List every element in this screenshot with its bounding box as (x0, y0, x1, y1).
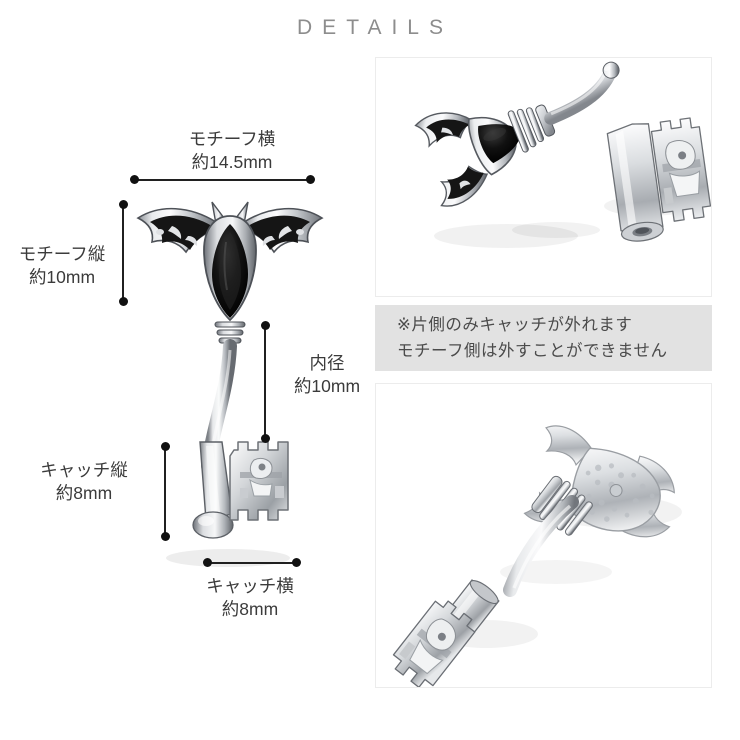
dimension-label-catch-width: キャッチ横 約8mm (169, 575, 331, 621)
inner-diameter-line1: 内径 (309, 353, 345, 373)
motif-height-line1: モチーフ縦 (18, 244, 106, 264)
dimension-label-inner-diameter: 内径 約10mm (272, 352, 382, 398)
note-line-2: モチーフ側は外すことができません (397, 342, 668, 360)
dimension-endpoint-motif-height-bottom (119, 297, 128, 306)
dimension-line-motif-height (122, 205, 124, 302)
dimension-endpoint-inner-diameter-bottom (261, 434, 270, 443)
catch-height-line2: 約8mm (55, 483, 113, 503)
dimension-endpoint-catch-height-top (161, 442, 170, 451)
dimension-endpoint-catch-width-left (203, 558, 212, 567)
motif-height-line2: 約10mm (28, 267, 96, 287)
dimension-line-catch-width (208, 562, 297, 564)
dimension-label-motif-height: モチーフ縦 約10mm (8, 243, 116, 289)
dimension-line-motif-width (135, 179, 309, 181)
dimension-line-inner-diameter (264, 326, 266, 438)
dimension-endpoint-motif-width-right (306, 175, 315, 184)
catch-height-line1: キャッチ縦 (40, 460, 128, 480)
main-product-image (120, 180, 340, 580)
dimension-label-motif-width: モチーフ横 約14.5mm (101, 128, 363, 174)
dimension-endpoint-motif-height-top (119, 200, 128, 209)
photo-panel-assembled (375, 383, 712, 688)
dimension-label-catch-height: キャッチ縦 約8mm (26, 459, 142, 505)
catch-width-line2: 約8mm (221, 599, 279, 619)
page-title: DETAILS (297, 16, 453, 39)
motif-width-line1: モチーフ横 (188, 129, 276, 149)
dimension-line-catch-height (164, 447, 166, 537)
note-panel: ※片側のみキャッチが外れます モチーフ側は外すことができません (375, 305, 712, 371)
inner-diameter-line2: 約10mm (293, 376, 361, 396)
motif-width-line2: 約14.5mm (191, 152, 273, 172)
note-line-1: ※片側のみキャッチが外れます (397, 316, 633, 334)
photo-panel-disassembled (375, 57, 712, 297)
catch-width-line1: キャッチ横 (206, 576, 294, 596)
dimension-endpoint-catch-width-right (292, 558, 301, 567)
dimension-endpoint-catch-height-bottom (161, 532, 170, 541)
dimension-endpoint-inner-diameter-top (261, 321, 270, 330)
dimension-endpoint-motif-width-left (130, 175, 139, 184)
